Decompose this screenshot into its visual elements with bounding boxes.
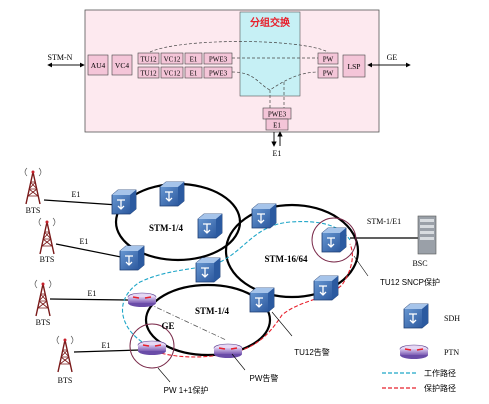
sdh-node-8 [313,275,339,301]
e1-label-1: E1 [190,56,198,64]
legend-protect-label: 保护路径 [424,383,456,393]
e1-box-1 [184,52,203,65]
stm-n-label: STM-N [48,53,73,62]
sdh-node-5 [195,257,221,283]
sdh-node-7 [321,227,347,253]
pw-box-2 [317,66,339,79]
vc12-box-1 [160,52,184,65]
pw-alarm-label: PW告警 [250,373,279,383]
bts-label-3: BTS [36,318,51,327]
ge-network-label: GE [161,321,174,331]
pw-box-1 [317,52,339,65]
e1-link-label-1: E1 [72,190,81,199]
pwe3-label-bottom: PWE3 [268,111,287,119]
bts-label-4: BTS [58,376,73,385]
sdh-node-9 [249,287,275,313]
legend-sdh-icon [403,303,429,329]
tu12-sncp-label: TU12 SNCP保护 [380,277,440,287]
bts-tower-4 [56,335,74,373]
e1-link-label-3: E1 [88,289,97,298]
stm-e1-label: STM-1/E1 [367,217,401,226]
tu12-label-1: TU12 [140,56,157,64]
ptn-node-3 [213,343,243,359]
sncp-circle [311,217,357,263]
ptn-node-2 [137,340,167,356]
vc12-box-2 [160,66,184,79]
vc12-label-2: VC12 [164,70,181,78]
lsp-box [342,54,366,78]
pwe3-box-2 [203,66,233,79]
e1-link-2 [55,243,127,259]
e1-box-2 [184,66,203,79]
ring-label-lower: STM-1/4 [195,306,230,316]
sdh-node-3 [197,213,223,239]
sdh-node-6 [251,203,277,229]
pw-label-1: PW [323,56,334,64]
au4-label: AU4 [91,61,106,70]
pwe3-label-2: PWE3 [209,70,228,78]
pwe3-label-1: PWE3 [209,56,228,64]
vc12-label-1: VC12 [164,56,181,64]
pw-protect-circle [129,323,175,369]
e1-link-label-2: E1 [80,237,89,246]
ring-label-upper: STM-1/4 [149,223,184,233]
sdh-node-4 [119,245,145,271]
internal-path-lower [231,71,319,91]
e1-label-box-bottom: E1 [273,122,281,130]
packet-switch-area [239,11,301,97]
e1-link-1 [43,199,119,206]
vc4-label: VC4 [115,61,129,70]
ring-lower-left [144,283,272,357]
legend-ptn-label: PTN [444,348,459,357]
tu12-box-1 [137,52,160,65]
switch-title: 分组交换 [250,16,291,29]
ptn-node-1 [127,292,157,308]
e1-bottom-label: E1 [273,149,282,158]
lsp-label: LSP [348,62,361,71]
tu12-alarm-label: TU12告警 [294,347,330,357]
ring-label-right: STM-16/64 [264,254,308,264]
protect-path [149,243,353,358]
bts-tower-3 [34,279,52,317]
legend-sdh-label: SDH [444,314,460,323]
bts-tower-2 [38,217,56,255]
internal-path-down [269,82,285,108]
tu12-box-2 [137,66,160,79]
bts-tower-1 [24,167,42,205]
internal-path-upper [149,41,329,53]
legend-ptn-icon [399,344,429,360]
e1-label-2: E1 [190,70,198,78]
tu12-label-2: TU12 [140,70,157,78]
e1-link-3 [49,298,131,301]
au4-box [87,54,109,76]
bts-label-1: BTS [26,206,41,215]
legend-working-label: 工作路径 [424,368,456,378]
e1-link-label-4: E1 [102,341,111,350]
bts-label-2: BTS [40,255,55,264]
ge-top-label: GE [387,53,398,62]
vc4-box [111,54,133,76]
sdh-node-1 [111,189,137,215]
e1-box-bottom [265,118,289,131]
ring-right [224,203,360,299]
bsc-server-icon [417,215,437,255]
pw-protect-label: PW 1+1保护 [164,385,209,395]
pw-label-2: PW [323,70,334,78]
sdh-node-2 [159,181,185,207]
e1-link-4 [73,349,141,353]
bsc-label: BSC [412,259,427,268]
pwe3-box-1 [203,52,233,65]
